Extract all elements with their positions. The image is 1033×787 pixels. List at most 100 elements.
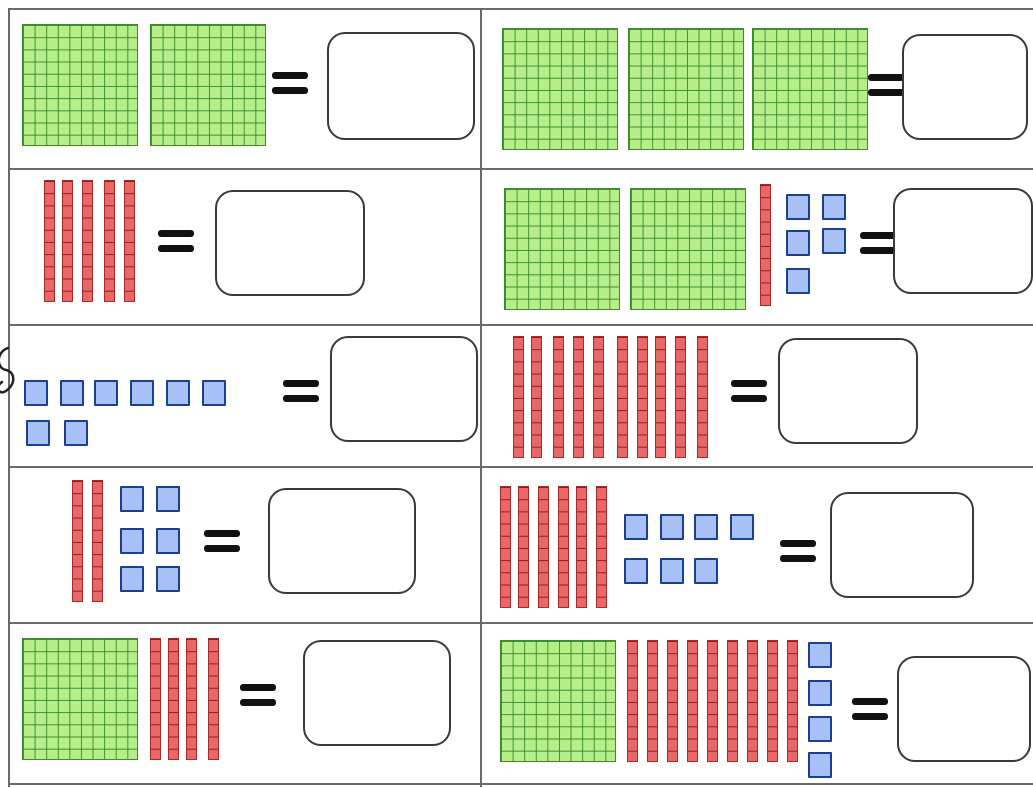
tens-rod [538,486,549,608]
tens-rod [531,336,542,458]
ones-cube [130,380,154,406]
answer-box[interactable] [327,32,475,140]
ones-cube [120,486,144,512]
tens-rod [787,640,798,762]
answer-box[interactable] [303,640,451,746]
tens-rod [104,180,115,302]
equals-sign-icon [731,380,767,402]
hundreds-block [22,638,138,760]
tens-rod [596,486,607,608]
tens-rod [513,336,524,458]
divider-bottom [8,783,1033,785]
ones-cube [156,528,180,554]
ones-cube [694,558,718,584]
tens-rod [593,336,604,458]
hundreds-block [500,640,616,762]
tens-rod [573,336,584,458]
equals-sign-icon [272,72,308,94]
divider-row-1 [8,168,1033,170]
ones-cube [822,228,846,254]
ones-cube [808,752,832,778]
ones-cube [624,558,648,584]
ones-cube [660,514,684,540]
tens-rod [675,336,686,458]
tens-rod [747,640,758,762]
answer-box[interactable] [778,338,918,444]
tens-rod [667,640,678,762]
ones-cube [786,194,810,220]
ones-cube [808,642,832,668]
tens-rod [72,480,83,602]
ones-cube [822,194,846,220]
ones-cube [202,380,226,406]
tens-rod [92,480,103,602]
hundreds-block [504,188,620,310]
equals-sign-icon [860,232,896,254]
tens-rod [62,180,73,302]
ones-cube [166,380,190,406]
tens-rod [576,486,587,608]
answer-box[interactable] [902,34,1028,140]
ones-cube [156,486,180,512]
ones-cube [64,420,88,446]
tens-rod [558,486,569,608]
tens-rod [168,638,179,760]
tens-rod [553,336,564,458]
divider-row-2 [8,324,1033,326]
answer-box[interactable] [330,336,478,442]
tens-rod [617,336,628,458]
ones-cube [120,566,144,592]
ones-cube [786,230,810,256]
equals-sign-icon [852,698,888,720]
answer-box[interactable] [830,492,974,598]
tens-rod [697,336,708,458]
tens-rod [208,638,219,760]
pencil-doodle [0,346,15,394]
equals-sign-icon [204,530,240,552]
ones-cube [808,680,832,706]
equals-sign-icon [158,230,194,252]
tens-rod [150,638,161,760]
tens-rod [518,486,529,608]
answer-box[interactable] [268,488,416,594]
ones-cube [808,716,832,742]
divider-left [8,8,10,787]
hundreds-block [502,28,618,150]
ones-cube [60,380,84,406]
ones-cube [786,268,810,294]
tens-rod [727,640,738,762]
tens-rod [655,336,666,458]
tens-rod [82,180,93,302]
answer-box[interactable] [893,188,1033,294]
ones-cube [660,558,684,584]
ones-cube [120,528,144,554]
ones-cube [730,514,754,540]
tens-rod [500,486,511,608]
divider-row-4 [8,622,1033,624]
ones-cube [24,380,48,406]
answer-box[interactable] [215,190,365,296]
tens-rod [44,180,55,302]
divider-vertical [480,8,482,787]
ones-cube [694,514,718,540]
equals-sign-icon [283,380,319,402]
divider-top [8,8,1033,10]
ones-cube [624,514,648,540]
hundreds-block [150,24,266,146]
tens-rod [186,638,197,760]
tens-rod [647,640,658,762]
equals-sign-icon [868,74,904,96]
tens-rod [627,640,638,762]
answer-box[interactable] [897,656,1031,762]
tens-rod [124,180,135,302]
hundreds-block [630,188,746,310]
hundreds-block [22,24,138,146]
divider-row-3 [8,466,1033,468]
hundreds-block [628,28,744,150]
ones-cube [94,380,118,406]
equals-sign-icon [780,540,816,562]
ones-cube [156,566,180,592]
tens-rod [707,640,718,762]
hundreds-block [752,28,868,150]
